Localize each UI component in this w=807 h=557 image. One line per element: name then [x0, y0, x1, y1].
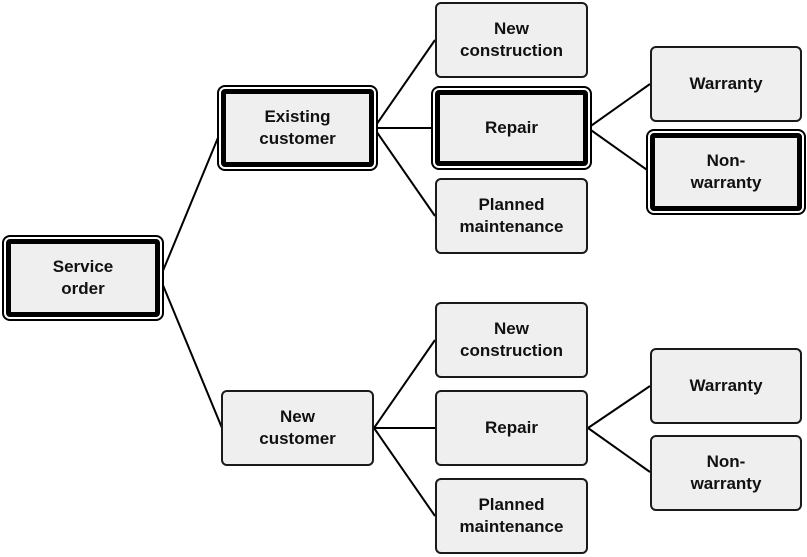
node-label: Planned maintenance — [459, 195, 564, 236]
edge-nc-repair-warranty — [587, 385, 651, 429]
node-existing-planned-maintenance: Planned maintenance — [435, 178, 588, 254]
node-new-customer-warranty: Warranty — [650, 348, 802, 424]
node-label: Planned maintenance — [459, 495, 564, 536]
node-label: Warranty — [689, 376, 763, 395]
node-existing-customer: Existing customer — [221, 89, 374, 167]
node-label: Repair — [485, 418, 538, 437]
edge-repair-warranty — [587, 83, 651, 129]
edge-root-new-customer — [159, 277, 223, 429]
edge-repair-non-warranty — [587, 127, 651, 173]
node-label: Repair — [485, 118, 538, 137]
node-existing-warranty: Warranty — [650, 46, 802, 122]
edge-existing-planned-maintenance — [373, 127, 436, 217]
node-new-customer-planned-maintenance: Planned maintenance — [435, 478, 588, 554]
node-label: Non- warranty — [690, 452, 762, 493]
node-service-order: Service order — [6, 239, 160, 317]
edge-new-customer-new-construction — [373, 339, 436, 429]
node-new-customer-non-warranty: Non- warranty — [650, 435, 802, 511]
edge-new-customer-planned-maintenance — [373, 427, 436, 517]
node-label: Existing customer — [259, 107, 336, 148]
node-existing-non-warranty: Non- warranty — [650, 133, 802, 211]
node-label: Non- warranty — [690, 151, 762, 192]
node-new-customer-new-construction: New construction — [435, 302, 588, 378]
node-existing-repair: Repair — [435, 90, 588, 166]
node-existing-new-construction: New construction — [435, 2, 588, 78]
node-label: Warranty — [689, 74, 763, 93]
edge-root-existing — [159, 127, 223, 279]
node-label: New construction — [460, 319, 563, 360]
node-new-customer: New customer — [221, 390, 374, 466]
node-label: Service order — [52, 257, 114, 298]
node-new-customer-repair: Repair — [435, 390, 588, 466]
edge-existing-new-construction — [373, 39, 436, 129]
node-label: New customer — [259, 407, 336, 448]
edge-nc-repair-non-warranty — [587, 427, 651, 473]
node-label: New construction — [460, 19, 563, 60]
